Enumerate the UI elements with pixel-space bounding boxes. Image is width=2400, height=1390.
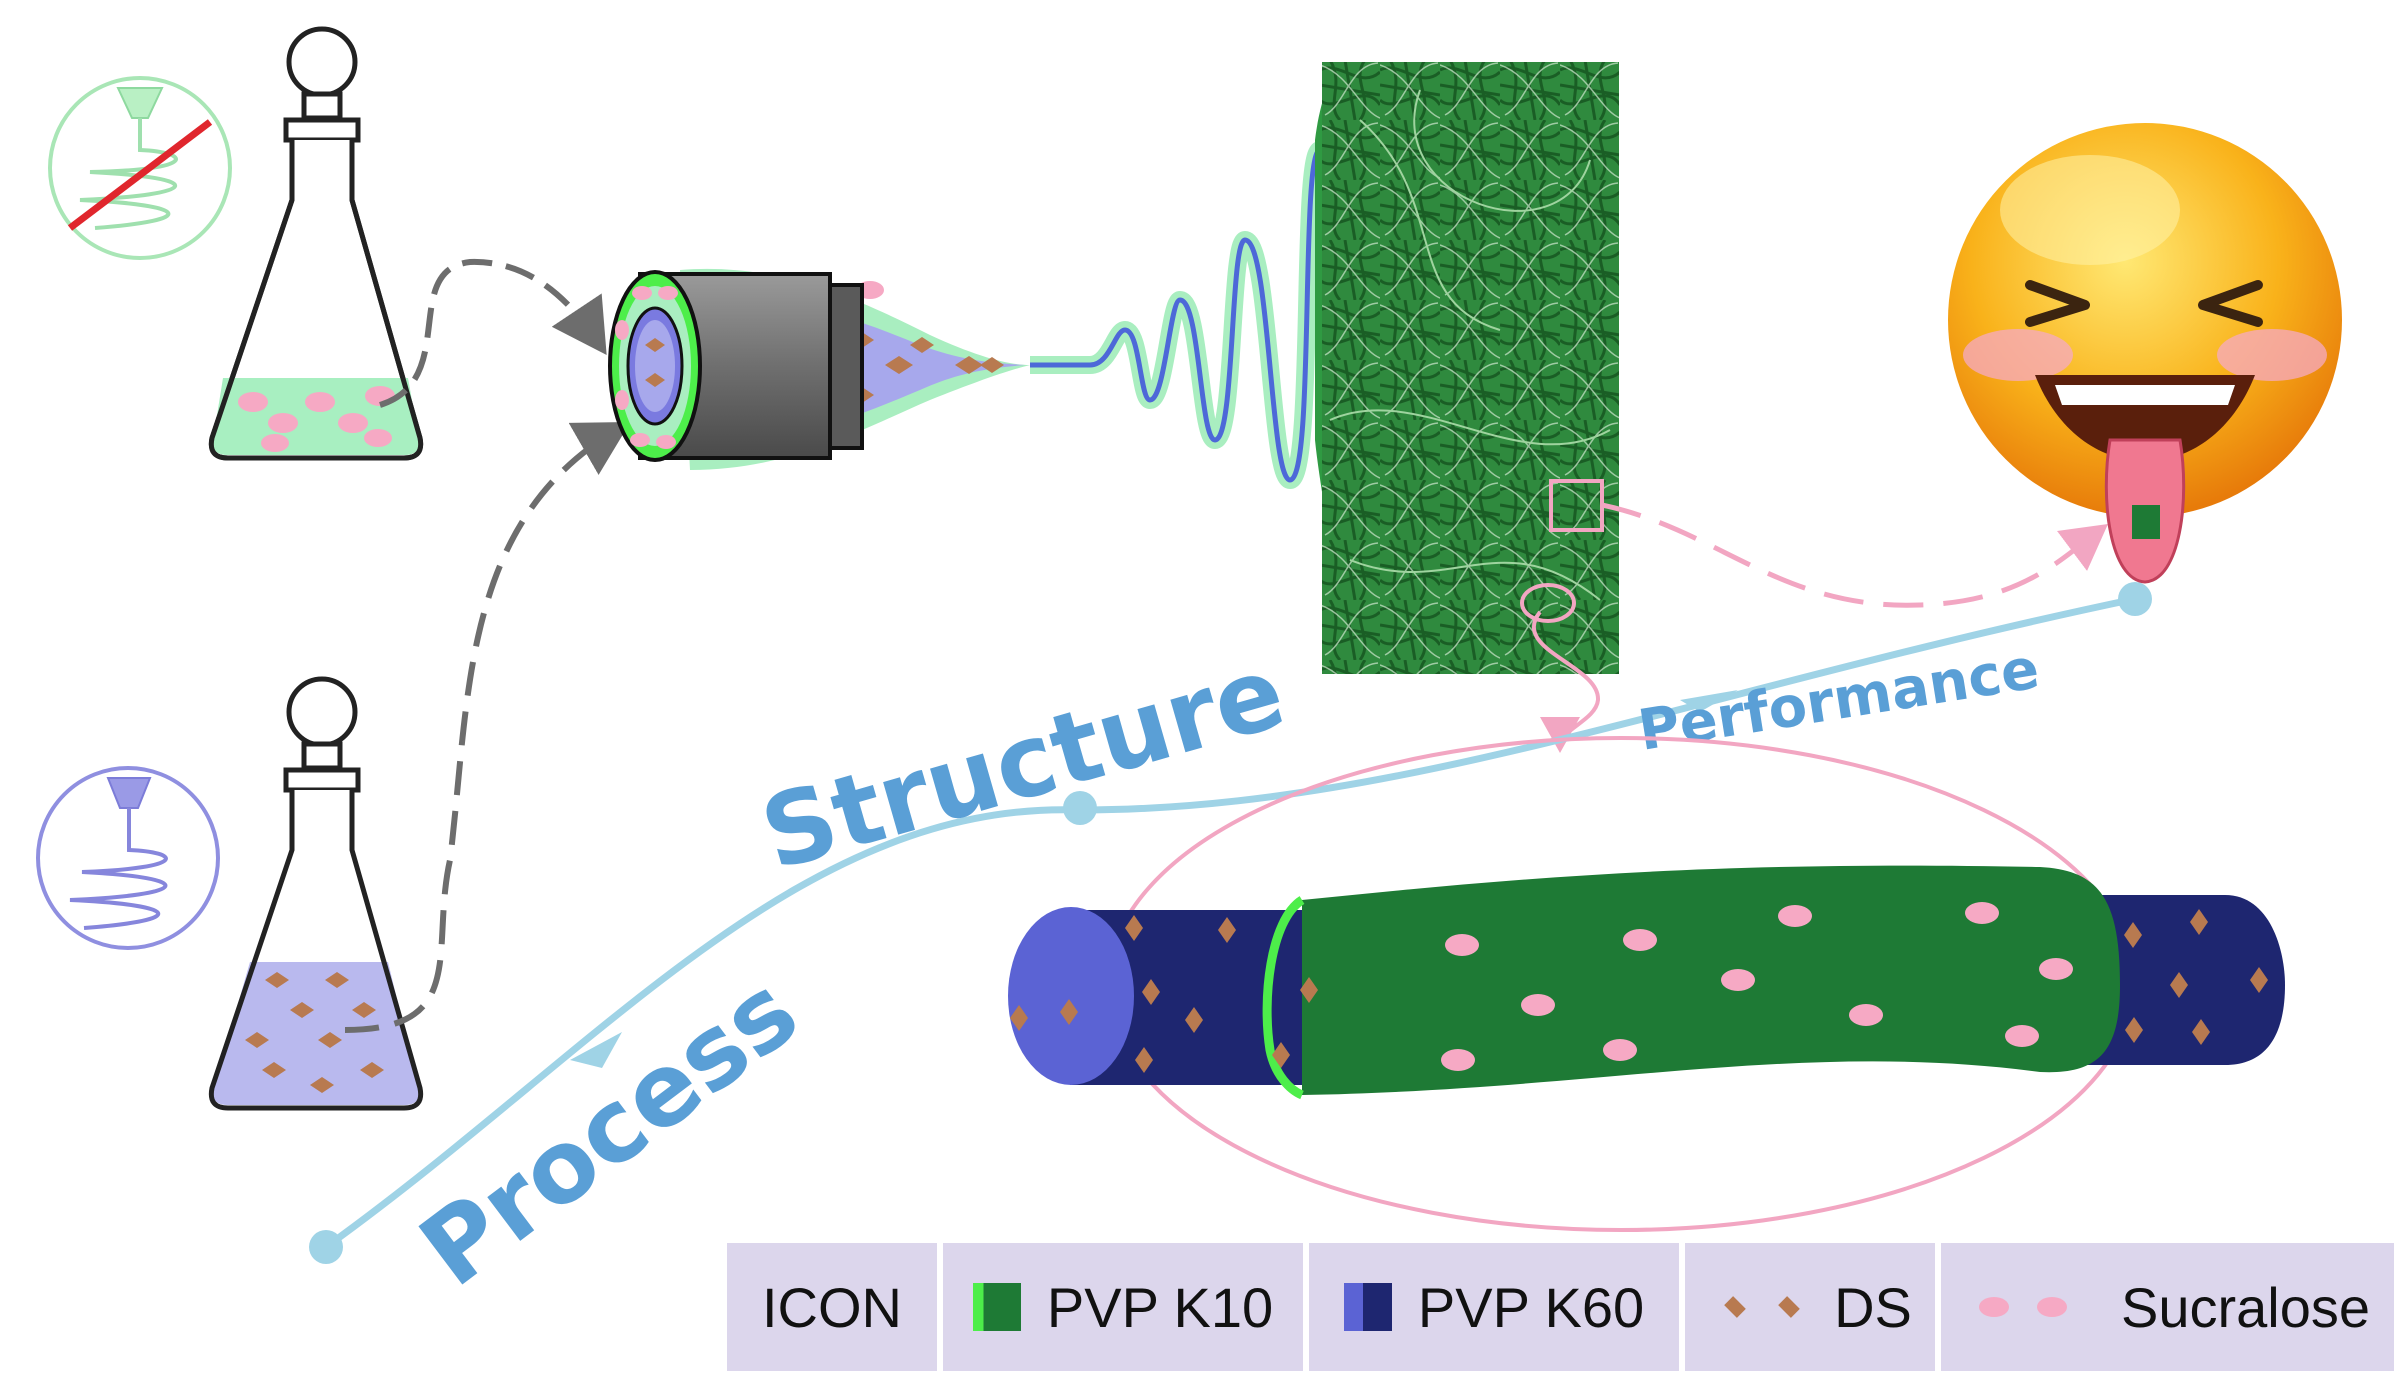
coaxial-spinneret	[608, 268, 1030, 470]
fiber-mat	[1322, 62, 1619, 674]
core-shell-fiber	[1008, 736, 2285, 1232]
sucralose-dot-icon	[1978, 1297, 2009, 1317]
flow-label-performance: Performance	[1634, 636, 2043, 763]
legend-cell-ds: DS	[1685, 1243, 1935, 1371]
feed-arrow-core	[344, 422, 631, 1033]
flow-line	[309, 582, 2152, 1264]
ds-diamond-icon	[1724, 1296, 1746, 1318]
to-tongue-arrow	[1601, 502, 2108, 608]
spin-icon	[36, 766, 220, 950]
legend-cell-sucralose: Sucralose	[1941, 1243, 2394, 1371]
legend-label-pvp-k60: PVP K60	[1417, 1275, 1645, 1339]
flask-shell-solution	[208, 26, 424, 461]
legend-cell-icon: ICON	[727, 1243, 937, 1371]
flask-core-solution	[208, 676, 424, 1111]
happy-emoji	[1948, 123, 2342, 584]
pvp-k10-swatch-icon	[972, 1283, 1021, 1331]
feed-arrow-shell	[379, 258, 607, 408]
legend-label-icon: ICON	[762, 1275, 902, 1339]
sucralose-dot-icon	[2036, 1297, 2067, 1317]
legend-label-pvp-k10: PVP K10	[1046, 1275, 1274, 1339]
legend: ICON PVP K10 PVP K60 DS Sucralose	[727, 1243, 2400, 1371]
pvp-k60-swatch-icon	[1343, 1283, 1392, 1331]
legend-label-ds: DS	[1834, 1275, 1912, 1339]
to-fiber-arrow	[1531, 610, 1601, 753]
ds-diamond-icon	[1778, 1296, 1800, 1318]
legend-cell-pvp-k60: PVP K60	[1309, 1243, 1679, 1371]
legend-cell-pvp-k10: PVP K10	[943, 1243, 1303, 1371]
legend-label-sucralose: Sucralose	[2120, 1275, 2371, 1339]
no-spin-icon	[48, 76, 232, 260]
flow-label-structure: Structure	[749, 633, 1296, 893]
